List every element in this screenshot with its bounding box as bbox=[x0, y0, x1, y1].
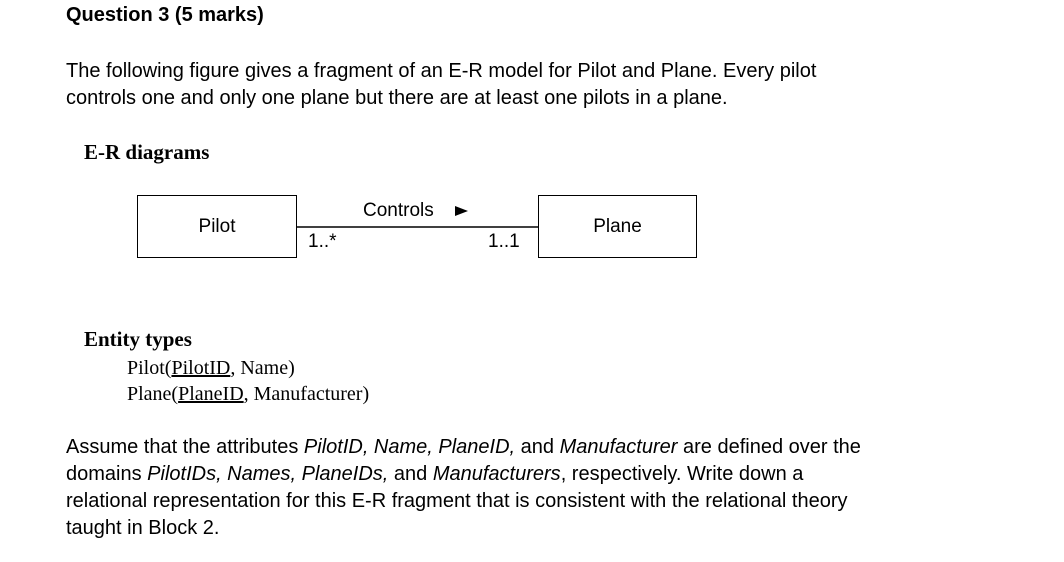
primary-key: PilotID bbox=[171, 357, 231, 379]
entity-plane-label: Plane bbox=[593, 215, 642, 237]
multiplicity-right: 1..1 bbox=[488, 231, 520, 252]
italic-text: PilotIDs, Names, PlaneIDs, bbox=[147, 463, 389, 485]
multiplicity-left: 1..* bbox=[308, 231, 337, 252]
text: and bbox=[515, 436, 560, 458]
intro-paragraph: The following figure gives a fragment of… bbox=[66, 58, 816, 112]
text: , respectively. Write down a bbox=[560, 463, 804, 485]
italic-text: PilotID, Name, PlaneID, bbox=[303, 436, 516, 458]
attribute-list: , Manufacturer) bbox=[243, 383, 370, 405]
entity-type-plane: Plane(PlaneID, Manufacturer) bbox=[127, 383, 369, 406]
entity-pilot-label: Pilot bbox=[198, 215, 236, 237]
direction-arrow-icon bbox=[455, 206, 468, 216]
text: and bbox=[388, 463, 433, 485]
entity-name: Plane( bbox=[127, 383, 179, 405]
outro-line: taught in Block 2. bbox=[66, 517, 220, 539]
relationship-label: Controls bbox=[363, 200, 434, 221]
outro-line: Assume that the attributes PilotID, Name… bbox=[66, 434, 861, 461]
entity-name: Pilot( bbox=[127, 357, 172, 379]
primary-key: PlaneID bbox=[178, 383, 244, 405]
text: domains bbox=[66, 463, 148, 485]
text: are defined over the bbox=[677, 436, 861, 458]
italic-text: Manufacturers bbox=[432, 463, 561, 485]
er-diagrams-heading: E-R diagrams bbox=[84, 140, 210, 164]
entity-pilot-box: Pilot bbox=[137, 195, 297, 258]
intro-line: controls one and only one plane but ther… bbox=[66, 87, 728, 109]
intro-line: The following figure gives a fragment of… bbox=[66, 60, 817, 82]
attribute-list: , Name) bbox=[230, 357, 295, 379]
assumption-paragraph: Assume that the attributes PilotID, Name… bbox=[66, 434, 861, 542]
outro-line: domains PilotIDs, Names, PlaneIDs, and M… bbox=[66, 461, 861, 488]
text: Assume that the attributes bbox=[66, 436, 304, 458]
outro-line: relational representation for this E-R f… bbox=[66, 490, 848, 512]
entity-types-heading: Entity types bbox=[84, 327, 192, 351]
italic-text: Manufacturer bbox=[559, 436, 678, 458]
entity-plane-box: Plane bbox=[538, 195, 697, 258]
question-title: Question 3 (5 marks) bbox=[66, 4, 264, 26]
entity-type-pilot: Pilot(PilotID, Name) bbox=[127, 357, 295, 380]
